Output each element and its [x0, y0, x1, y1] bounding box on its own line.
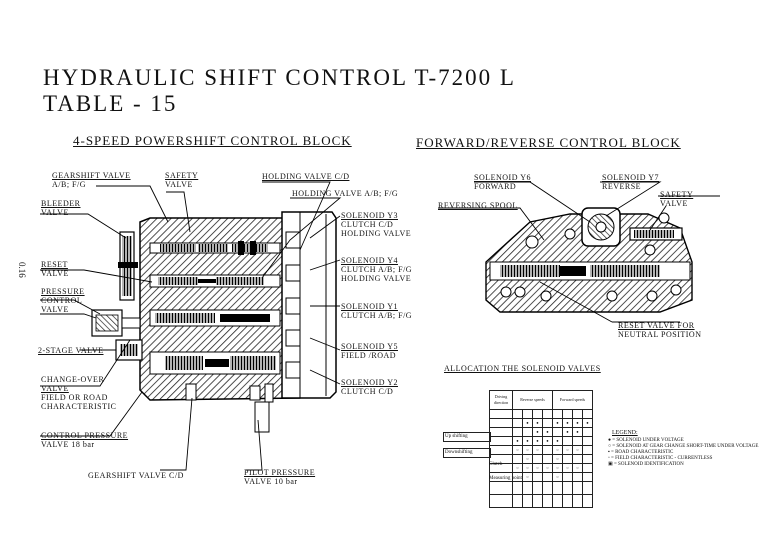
label-line: RESET VALVE FOR — [618, 321, 695, 330]
label-gearshift-valve-ab-fg: GEARSHIFT VALVE A/B; F/G — [52, 171, 131, 189]
table-number: TABLE - 15 — [43, 91, 178, 116]
road-symbol-icon: ▪ — [608, 450, 610, 455]
label-line: SOLENOID Y1 — [341, 302, 398, 311]
legend-text: = SOLENOID UNDER VOLTAGE — [612, 438, 684, 443]
label-2-stage-valve: 2-STAGE VALVE — [38, 346, 104, 355]
allocation-header-reverse: Reverse speeds — [512, 390, 553, 410]
label-line: SOLENOID Y7 — [602, 173, 659, 182]
legend-item: ● = SOLENOID UNDER VOLTAGE — [608, 438, 758, 444]
row-label-clutch: Clutch — [489, 462, 503, 467]
legend-item: ▪ = ROAD CHARACTERISTIC — [608, 450, 758, 456]
label-line: SAFETY — [165, 171, 199, 180]
label-line: VALVE — [41, 305, 69, 314]
row-label-upshifting: Up shifting — [443, 432, 491, 442]
label-line: REVERSE — [602, 182, 642, 191]
label-line: CONTROL — [41, 296, 83, 305]
right-leader-lines — [438, 181, 720, 323]
allocation-table: Driving direction Reverse speeds Forward… — [443, 390, 593, 508]
label-line: VALVE — [660, 199, 688, 208]
legend-title: LEGEND: — [612, 430, 638, 436]
label-line: VALVE 18 bar — [41, 440, 95, 449]
row-label-measuring-point: Measuring point — [489, 476, 522, 481]
label-solenoid-y2: SOLENOID Y2 CLUTCH C/D — [341, 378, 398, 396]
label-line: CLUTCH A/B; F/G — [341, 311, 413, 320]
label-line: VALVE 10 bar — [244, 477, 298, 486]
label-line: GEARSHIFT VALVE — [52, 171, 131, 180]
label-change-over-valve: CHANGE-OVER VALVE FIELD OR ROAD CHARACTE… — [41, 375, 116, 411]
label-line: SAFETY — [660, 190, 694, 199]
label-line: CLUTCH C/D — [341, 220, 394, 229]
label-line: FORWARD — [474, 182, 517, 191]
identification-symbol-icon: ▣ — [608, 462, 613, 467]
legend-item: ▣ = SOLENOID IDENTIFICATION — [608, 462, 758, 468]
left-leader-lines — [40, 181, 342, 471]
legend-text: = FIELD CHARACTERISTIC - CURRENTLESS — [611, 456, 713, 461]
label-solenoid-y5: SOLENOID Y5 FIELD /ROAD — [341, 342, 398, 360]
label-line: CONTROL PRESSURE — [41, 431, 129, 440]
label-line: SOLENOID Y3 — [341, 211, 398, 220]
label-pilot-pressure-valve: PILOT PRESSURE VALVE 10 bar — [244, 468, 315, 486]
forward-reverse-control-block — [485, 207, 693, 313]
solenoid-housing — [281, 211, 337, 399]
label-line: SOLENOID Y4 — [341, 256, 398, 265]
legend-list: ● = SOLENOID UNDER VOLTAGE ○ = SOLENOID … — [608, 438, 758, 468]
row-label-downshifting: Downshifting — [443, 448, 491, 458]
label-line: SOLENOID Y2 — [341, 378, 398, 387]
label-line: PILOT PRESSURE — [244, 468, 316, 477]
solid-dot-icon: ● — [608, 438, 612, 443]
label-bleeder-valve: BLEEDER VALVE — [41, 199, 81, 217]
label-line: CLUTCH A/B; F/G — [341, 265, 413, 274]
allocation-header-forward: Forward speeds — [552, 390, 593, 410]
label-line: PRESSURE — [41, 287, 85, 296]
label-line: VALVE — [41, 384, 69, 393]
label-line: HOLDING VALVE — [341, 229, 412, 238]
label-line: SOLENOID Y6 — [474, 173, 531, 182]
label-solenoid-y7: SOLENOID Y7 REVERSE — [602, 173, 659, 191]
left-block-heading: 4-SPEED POWERSHIFT CONTROL BLOCK — [73, 133, 352, 148]
label-reset-valve-neutral: RESET VALVE FOR NEUTRAL POSITION — [618, 321, 701, 339]
label-line: A/B; F/G — [52, 180, 87, 189]
label-safety-valve: SAFETY VALVE — [165, 171, 198, 189]
legend-item: ○ = SOLENOID AT GEAR CHANGE SHORT-TIME U… — [608, 444, 758, 450]
right-block-heading: FORWARD/REVERSE CONTROL BLOCK — [416, 135, 681, 150]
label-control-pressure-valve: CONTROL PRESSURE VALVE 18 bar — [41, 431, 128, 449]
label-line: CLUTCH C/D — [341, 387, 394, 396]
label-line: NEUTRAL POSITION — [618, 330, 702, 339]
page-title: HYDRAULIC SHIFT CONTROL T-7200 L — [43, 65, 516, 90]
label-pressure-control-valve: PRESSURE CONTROL VALVE — [41, 287, 85, 314]
label-line: CHARACTERISTIC — [41, 402, 117, 411]
label-solenoid-y1: SOLENOID Y1 CLUTCH A/B; F/G — [341, 302, 412, 320]
label-holding-valve-abfg: HOLDING VALVE A/B; F/G — [292, 189, 399, 198]
label-reset-valve: RESET VALVE — [41, 260, 69, 278]
label-line: FIELD /ROAD — [341, 351, 397, 360]
allocation-header-direction: Driving direction — [489, 390, 513, 410]
label-line: FIELD OR ROAD — [41, 393, 108, 402]
legend-text: = SOLENOID AT GEAR CHANGE SHORT-TIME UND… — [612, 444, 759, 449]
legend-item: ▫ = FIELD CHARACTERISTIC - CURRENTLESS — [608, 456, 758, 462]
label-line: HOLDING VALVE — [341, 274, 412, 283]
legend-text: = SOLENOID IDENTIFICATION — [613, 462, 684, 467]
label-holding-valve-cd: HOLDING VALVE C/D — [262, 172, 350, 181]
label-reversing-spool: REVERSING SPOOL — [438, 201, 518, 210]
field-symbol-icon: ▫ — [608, 456, 610, 461]
legend-text: = ROAD CHARACTERISTIC — [611, 450, 674, 455]
allocation-grid: Driving direction Reverse speeds Forward… — [489, 390, 593, 508]
label-gearshift-valve-cd: GEARSHIFT VALVE C/D — [88, 471, 184, 480]
label-line: VALVE — [165, 180, 193, 189]
allocation-heading: ALLOCATION THE SOLENOID VALVES — [444, 364, 601, 373]
label-line: VALVE — [41, 208, 69, 217]
label-line: CHANGE-OVER — [41, 375, 105, 384]
label-line: VALVE — [41, 269, 69, 278]
hollow-dot-icon: ○ — [608, 444, 612, 449]
label-safety-valve-right: SAFETY VALVE — [660, 190, 693, 208]
label-line: RESET — [41, 260, 68, 269]
label-line: SOLENOID Y5 — [341, 342, 398, 351]
label-line: BLEEDER — [41, 199, 81, 208]
label-solenoid-y3: SOLENOID Y3 CLUTCH C/D HOLDING VALVE — [341, 211, 411, 238]
powershift-control-block — [91, 217, 317, 433]
label-solenoid-y6: SOLENOID Y6 FORWARD — [474, 173, 531, 191]
label-solenoid-y4: SOLENOID Y4 CLUTCH A/B; F/G HOLDING VALV… — [341, 256, 412, 283]
